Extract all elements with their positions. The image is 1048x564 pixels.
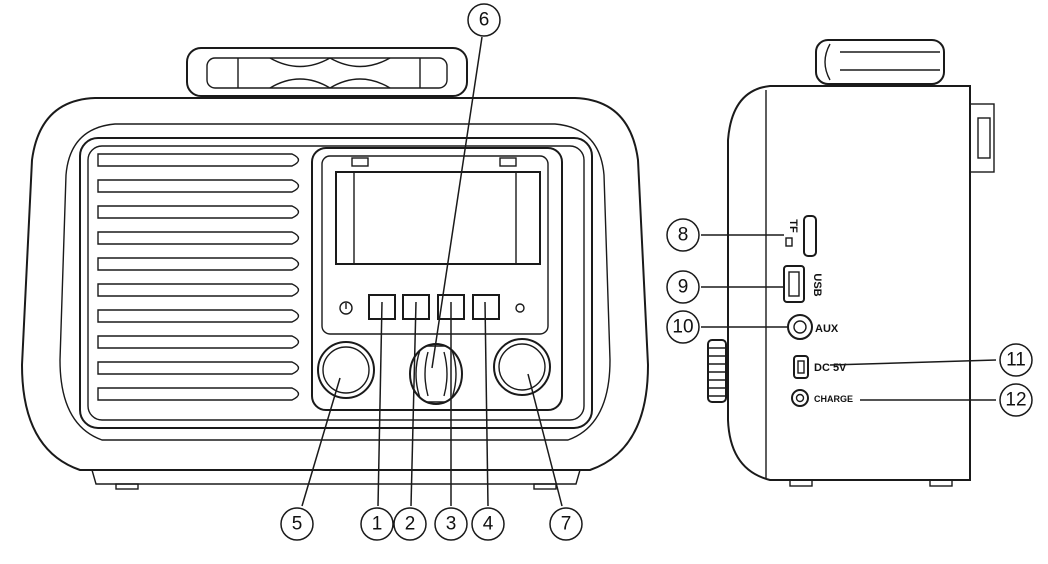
callout-8: 8 bbox=[666, 218, 700, 252]
side-view: TF USB AUX DC 5V CHARGE bbox=[707, 39, 995, 487]
callout-12-number: 12 bbox=[1005, 390, 1026, 411]
callout-2: 2 bbox=[393, 507, 427, 541]
dc-5v-port[interactable] bbox=[793, 355, 809, 379]
callout-9-number: 9 bbox=[678, 277, 689, 298]
handle bbox=[186, 47, 468, 97]
charge-label: CHARGE bbox=[814, 394, 853, 404]
front-view bbox=[20, 47, 650, 490]
leader-lines bbox=[301, 36, 997, 507]
left-knob[interactable] bbox=[317, 341, 375, 399]
callout-10-number: 10 bbox=[672, 317, 693, 338]
callout-2-number: 2 bbox=[405, 514, 416, 535]
callout-4-number: 4 bbox=[483, 514, 494, 535]
display-window bbox=[335, 171, 541, 265]
usb-port[interactable] bbox=[783, 265, 805, 303]
indicator-light bbox=[515, 303, 525, 313]
callout-5: 5 bbox=[280, 507, 314, 541]
power-icon bbox=[339, 301, 353, 315]
aux-jack[interactable] bbox=[787, 314, 813, 340]
callout-5-number: 5 bbox=[292, 514, 303, 535]
charge-indicator bbox=[791, 389, 809, 407]
callout-6: 6 bbox=[467, 3, 501, 37]
callout-3-number: 3 bbox=[446, 514, 457, 535]
callout-7: 7 bbox=[549, 507, 583, 541]
right-knob[interactable] bbox=[493, 338, 551, 396]
control-panel bbox=[311, 147, 563, 411]
callout-11: 11 bbox=[999, 343, 1033, 377]
callout-8-number: 8 bbox=[678, 225, 689, 246]
callout-11-number: 11 bbox=[1006, 350, 1026, 371]
callout-12: 12 bbox=[999, 383, 1033, 417]
tf-card-slot[interactable] bbox=[785, 215, 817, 257]
callout-6-number: 6 bbox=[479, 10, 490, 31]
side-handle bbox=[815, 39, 945, 85]
callout-1-number: 1 bbox=[372, 514, 383, 535]
side-tuning-wheel[interactable] bbox=[707, 339, 727, 403]
callout-3: 3 bbox=[434, 507, 468, 541]
tuning-dial[interactable] bbox=[409, 343, 463, 405]
callout-9: 9 bbox=[666, 270, 700, 304]
callout-7-number: 7 bbox=[561, 514, 572, 535]
speaker-grille bbox=[97, 153, 300, 401]
side-body bbox=[727, 85, 971, 481]
aux-label: AUX bbox=[815, 323, 839, 335]
callout-10: 10 bbox=[666, 310, 700, 344]
usb-label: USB bbox=[811, 273, 823, 296]
tf-label: TF bbox=[787, 219, 799, 233]
radio-body bbox=[20, 97, 650, 471]
callout-4: 4 bbox=[471, 507, 505, 541]
dc-5v-label: DC 5V bbox=[814, 362, 847, 374]
button-4[interactable] bbox=[472, 294, 500, 320]
front-panel bbox=[79, 137, 593, 429]
callout-1: 1 bbox=[360, 507, 394, 541]
